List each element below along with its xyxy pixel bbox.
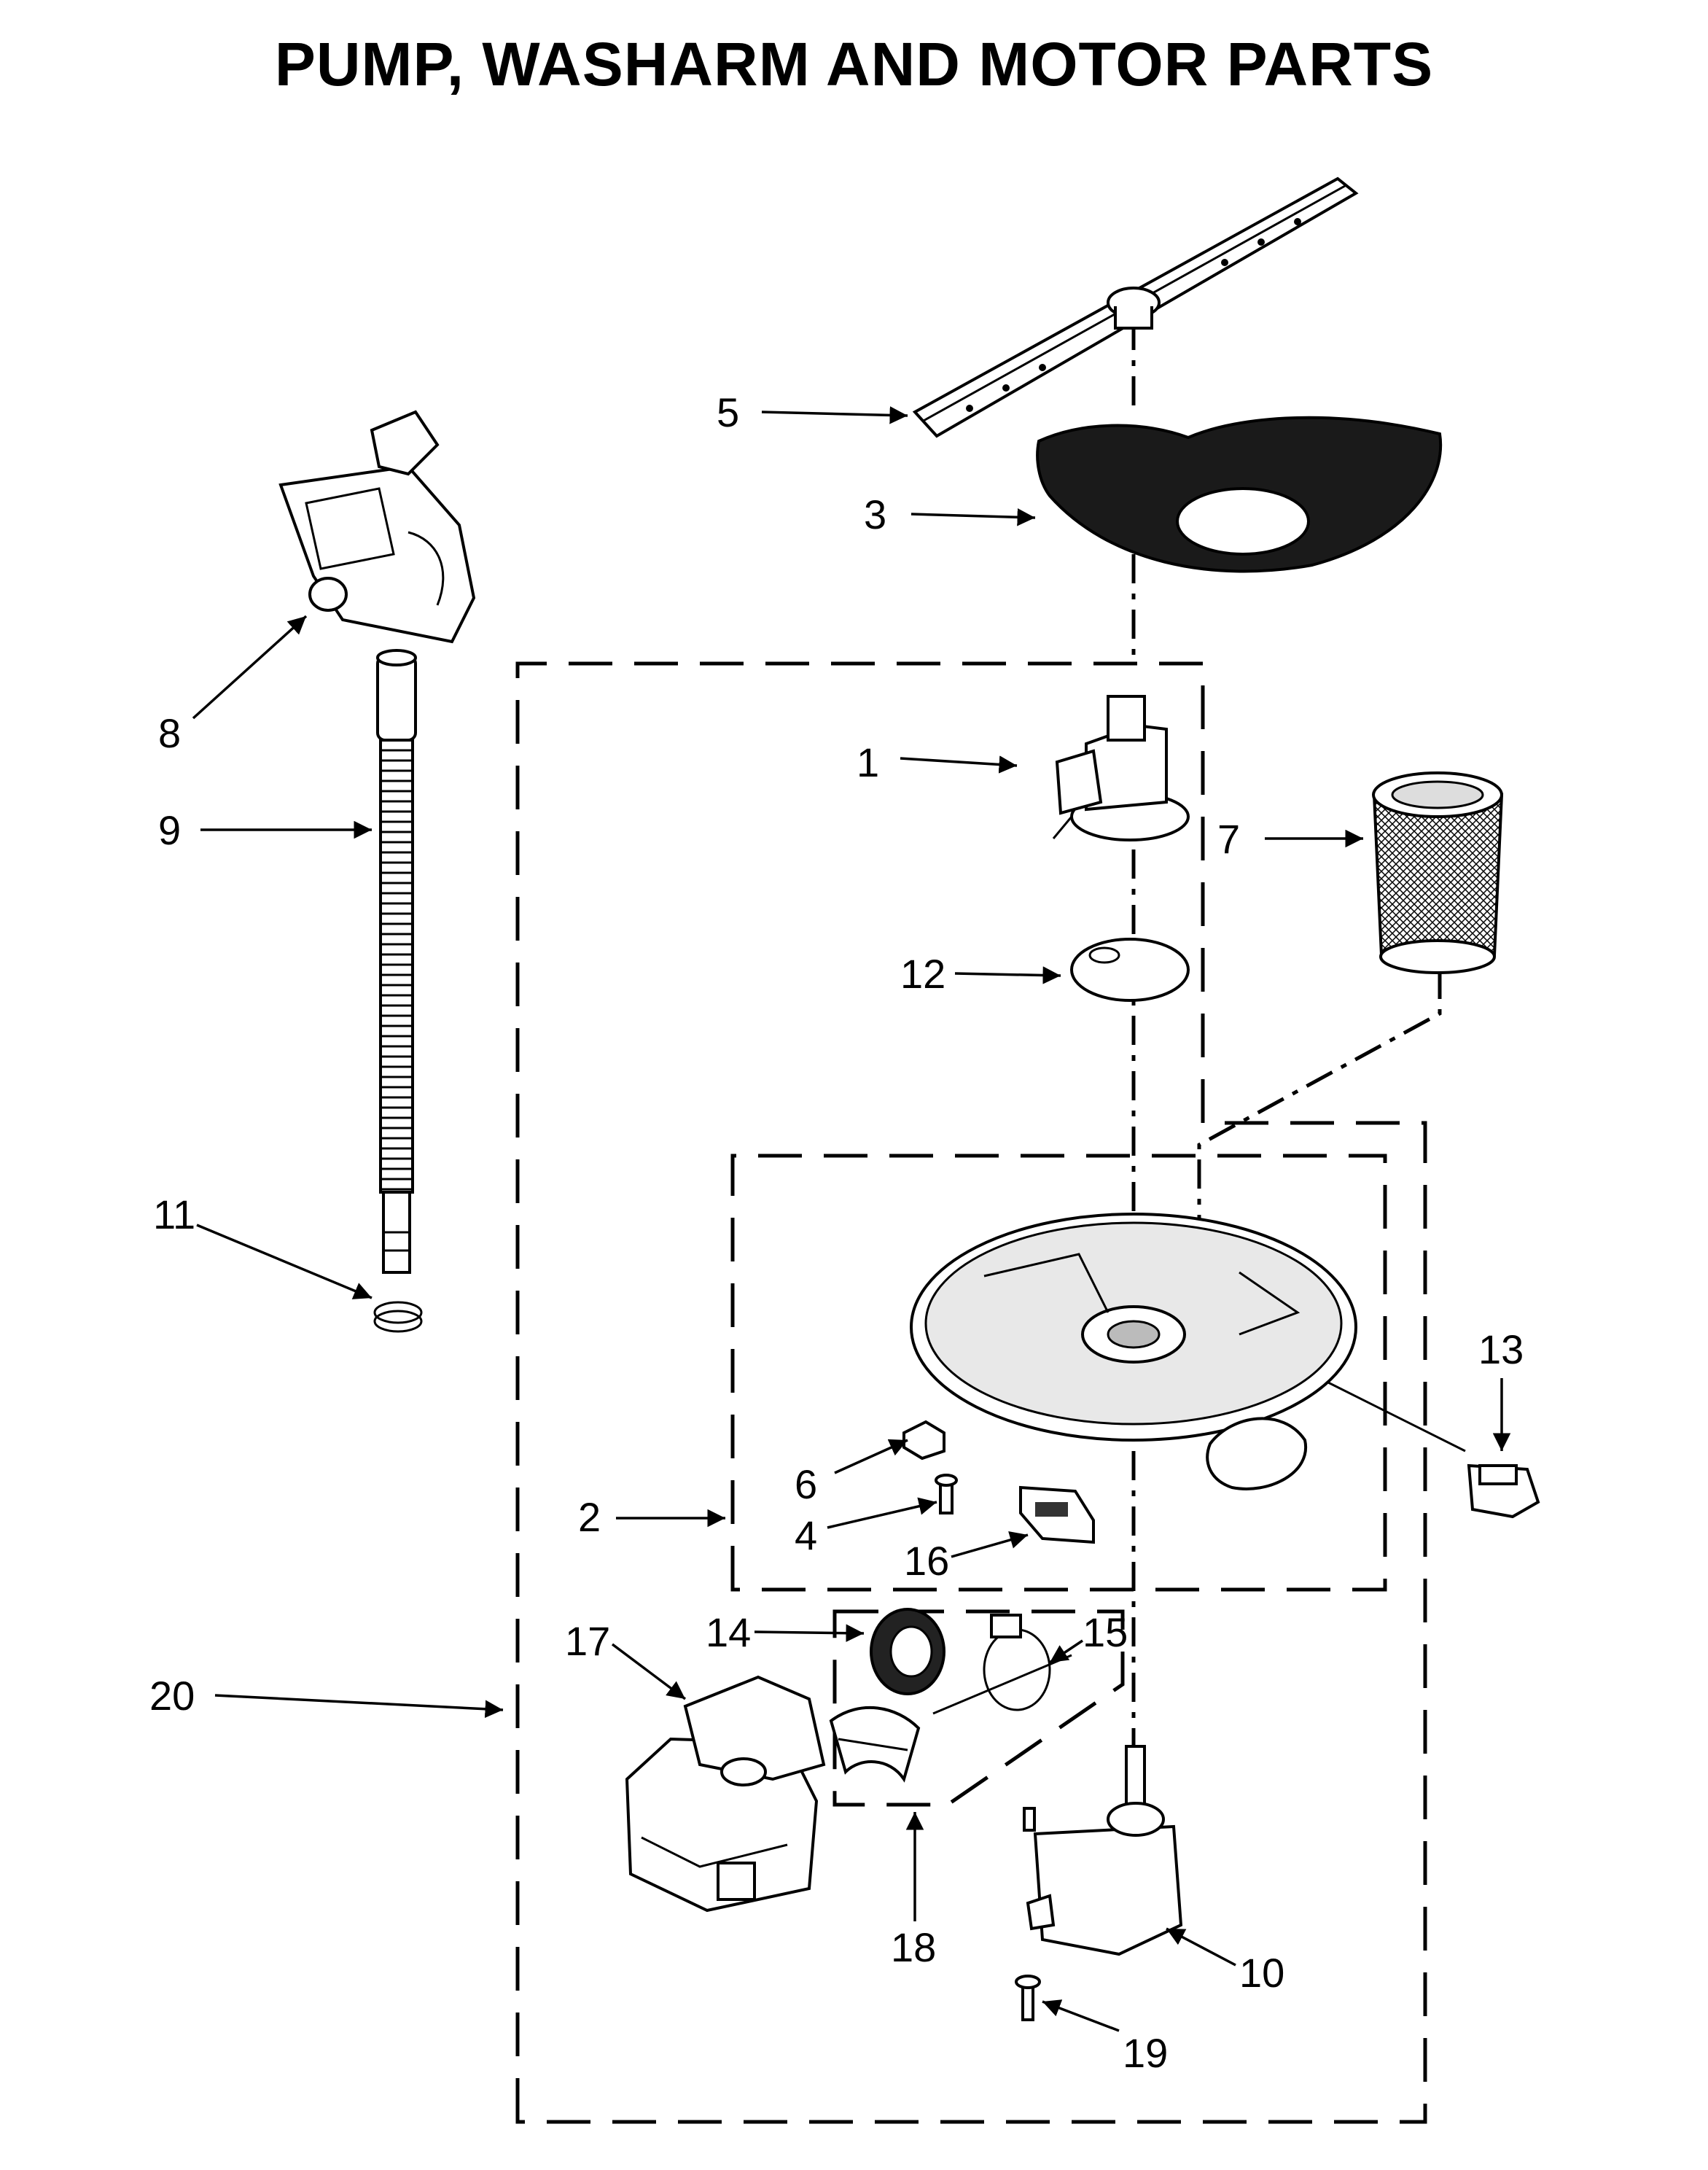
wash-shield-part-3 [1036,416,1443,573]
leader-20 [214,1694,504,1718]
callout-1: 1 [857,739,879,785]
callout-19: 19 [1123,2030,1168,2076]
callout-5: 5 [717,389,739,435]
hose-part-18 [829,1706,921,1783]
sump-part-2 [910,1213,1357,1490]
leader-8 [192,615,308,720]
assembly-boundary-20 [515,661,1427,2124]
screw-part-19 [1015,1975,1041,2021]
callout-2: 2 [578,1494,601,1540]
disc-part-12 [1070,938,1190,1002]
callout-11: 11 [153,1191,195,1237]
seal-part-14 [870,1608,945,1695]
callout-13: 13 [1478,1326,1524,1372]
callout-6: 6 [795,1461,817,1507]
leader-14 [754,1624,865,1642]
assembly-boundary-18 [832,1609,1125,1807]
filter-part-7 [1372,771,1504,974]
callout-4: 4 [795,1512,817,1558]
leader-12 [954,966,1061,984]
callout-17: 17 [565,1618,610,1664]
leader-17 [611,1643,687,1700]
leader-15 [1049,1639,1083,1664]
bracket-part-6 [902,1420,945,1461]
callout-14: 14 [706,1609,751,1655]
callout-16: 16 [904,1538,949,1584]
drain-pump-part-8 [278,410,476,644]
leader-11 [196,1224,373,1299]
leader-19 [1042,1999,1120,2032]
sensor-part-13 [1467,1463,1540,1519]
connector-part-16 [1019,1485,1095,1544]
callout-3: 3 [864,491,886,537]
callout-18: 18 [891,1924,936,1970]
hose-clamp-part-11 [373,1301,423,1333]
callout-8: 8 [158,710,181,756]
callout-12: 12 [900,951,945,997]
leader-16 [951,1531,1029,1558]
diverter-part-1 [1052,695,1190,841]
leader-5 [761,406,908,424]
alignment-line-drain [1319,1377,1466,1452]
callout-10: 10 [1239,1950,1284,1996]
page-title: PUMP, WASHARM AND MOTOR PARTS [274,30,1434,98]
callout-7: 7 [1217,816,1240,862]
leader-6 [834,1439,908,1474]
leader-1 [900,755,1018,774]
diverter-motor-part-10 [1023,1745,1183,1956]
assembly-boundary-2 [730,1154,1387,1592]
pump-motor-part-17 [625,1675,826,1913]
wash-arm-part-5 [912,176,1359,438]
drain-hose-part-9 [376,649,417,1274]
leader-4 [827,1497,937,1529]
screw-part-4 [935,1474,958,1514]
leader-3 [910,508,1036,526]
callout-20: 20 [149,1673,195,1719]
callout-9: 9 [158,807,181,853]
callout-15: 15 [1083,1609,1128,1655]
clamp-part-15 [983,1614,1051,1711]
leader-10 [1166,1927,1236,1967]
